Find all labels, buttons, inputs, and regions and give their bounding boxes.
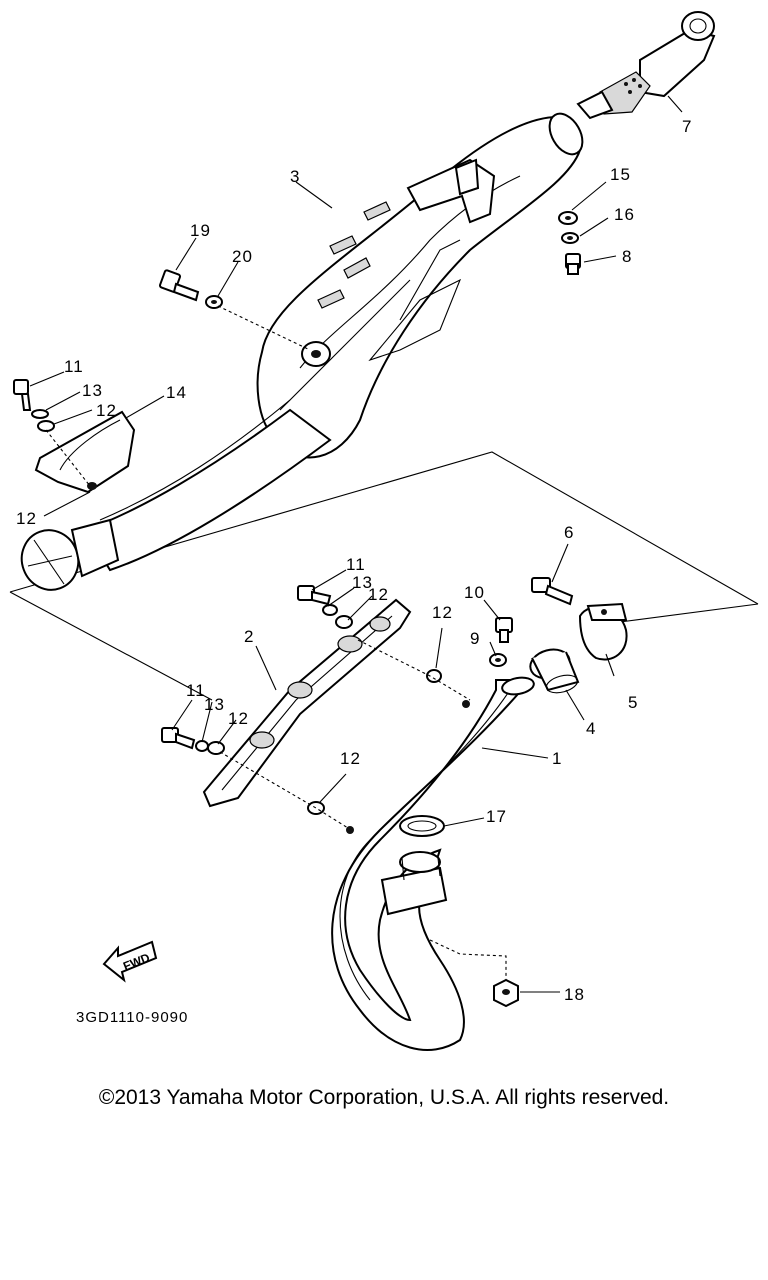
- washer-9[interactable]: [489, 653, 507, 667]
- callout-c12c: 12: [368, 585, 389, 604]
- callout-c20: 20: [232, 247, 253, 266]
- callout-c11b: 11: [346, 555, 366, 574]
- callout-c2: 2: [244, 627, 254, 646]
- callout-c8: 8: [622, 247, 632, 266]
- muffler-inlet-pipe[interactable]: [13, 399, 332, 598]
- callout-c12a: 12: [96, 401, 117, 420]
- callout-c12f: 12: [340, 749, 361, 768]
- callout-c10: 10: [464, 583, 485, 602]
- washer-12-top[interactable]: [37, 420, 55, 432]
- callout-c5: 5: [628, 693, 638, 712]
- callout-c4: 4: [586, 719, 596, 738]
- clamp-5[interactable]: [578, 602, 628, 661]
- muffler[interactable]: [256, 108, 590, 459]
- callout-labels: 1234567891011111112121212121213131314151…: [16, 117, 692, 1004]
- washer-12-bottom[interactable]: [307, 801, 325, 815]
- bolt-11-top[interactable]: [13, 379, 32, 411]
- washer-13-low[interactable]: [195, 740, 209, 752]
- callout-c13b: 13: [352, 573, 373, 592]
- callout-c6: 6: [564, 523, 574, 542]
- callout-c11a: 11: [64, 357, 84, 376]
- exhaust-system-drawing: FWD 3GD1110-9090 12345678910111111121212…: [9, 11, 759, 1051]
- washer-13-top[interactable]: [31, 409, 49, 419]
- callout-c7: 7: [682, 117, 692, 136]
- callout-c13a: 13: [82, 381, 103, 400]
- bolt-19[interactable]: [158, 269, 200, 302]
- callout-c12d: 12: [432, 603, 453, 622]
- callout-c19: 19: [190, 221, 211, 240]
- washer-12-low[interactable]: [207, 741, 225, 755]
- callout-c11c: 11: [186, 681, 206, 700]
- washer-12-right[interactable]: [426, 669, 442, 683]
- callout-c14: 14: [166, 383, 187, 402]
- callout-c13c: 13: [204, 695, 225, 714]
- bolt-11-mid[interactable]: [297, 585, 332, 606]
- drawing-code: 3GD1110-9090: [76, 1009, 188, 1026]
- copyright-notice: ©2013 Yamaha Motor Corporation, U.S.A. A…: [98, 1086, 670, 1109]
- callout-c1: 1: [552, 749, 562, 768]
- bolt-10[interactable]: [495, 617, 513, 643]
- bolt-8[interactable]: [565, 253, 581, 275]
- heat-protector-14[interactable]: [34, 410, 136, 494]
- gasket-17[interactable]: [399, 815, 445, 837]
- assembly-outline: [9, 451, 759, 701]
- callout-c12b: 12: [16, 509, 37, 528]
- washer-12-mid[interactable]: [335, 615, 353, 629]
- callout-c9: 9: [470, 629, 480, 648]
- protector-2[interactable]: [202, 598, 412, 808]
- leader-lines: [29, 95, 683, 993]
- bolt-11-low[interactable]: [161, 727, 196, 750]
- tail-pipe[interactable]: [576, 11, 716, 120]
- forward-arrow-icon: FWD: [102, 940, 158, 983]
- washer-20[interactable]: [205, 295, 223, 309]
- callout-c15: 15: [610, 165, 631, 184]
- callout-c12e: 12: [228, 709, 249, 728]
- callout-c18: 18: [564, 985, 585, 1004]
- nut-18[interactable]: [493, 978, 519, 1008]
- exhaust-pipe[interactable]: [331, 675, 535, 1051]
- washer-16[interactable]: [561, 232, 579, 244]
- washer-13-mid[interactable]: [322, 604, 338, 616]
- callout-c16: 16: [614, 205, 635, 224]
- callout-c3: 3: [290, 167, 300, 186]
- bolt-6[interactable]: [531, 577, 574, 606]
- gasket-4[interactable]: [527, 645, 580, 696]
- washer-15[interactable]: [558, 211, 578, 225]
- callout-c17: 17: [486, 807, 507, 826]
